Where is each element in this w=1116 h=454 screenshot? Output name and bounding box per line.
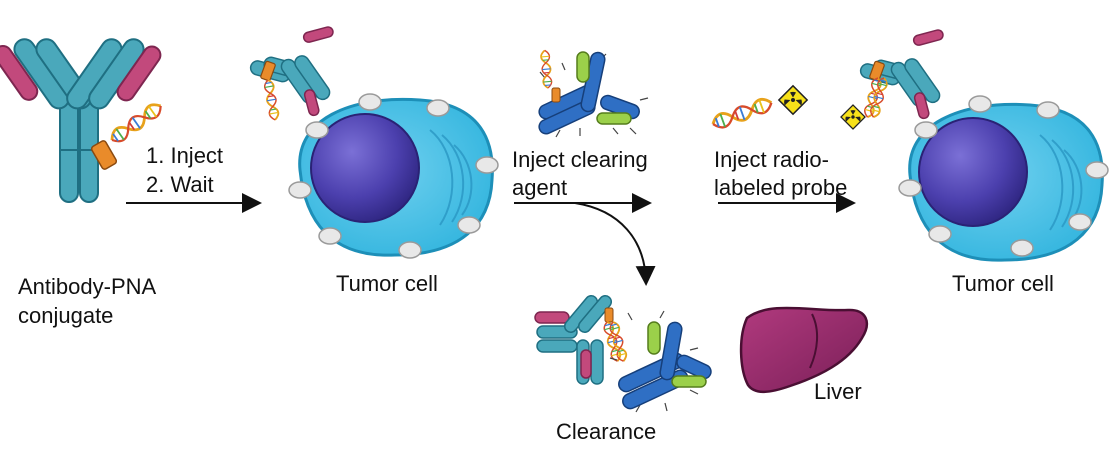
radiolabeled-probe-icon (709, 85, 808, 132)
probe-label-line1: Inject radio- (714, 147, 829, 172)
tumor-cell-2-label: Tumor cell (952, 271, 1054, 296)
clearance-label: Clearance (556, 419, 657, 444)
tumor-cell-1-icon (249, 26, 499, 259)
step-inject-label: 1. Inject (146, 143, 224, 168)
clearing-label-line1: Inject clearing (512, 147, 648, 172)
antibody-pna-conjugate-icon (0, 38, 166, 203)
conjugate-label-line1: Antibody-PNA (18, 274, 157, 299)
liver-label: Liver (814, 379, 862, 404)
tumor-cell-2-icon (840, 29, 1109, 262)
conjugate-label-line2: conjugate (18, 303, 114, 328)
clearing-label-line2: agent (512, 175, 568, 200)
clearing-agent-icon (538, 49, 649, 138)
probe-label-line2: labeled probe (714, 175, 848, 200)
step-wait-label: 2. Wait (146, 172, 214, 197)
liver-icon (739, 306, 868, 394)
tumor-cell-1-label: Tumor cell (336, 271, 438, 296)
clearance-complex-icon (534, 294, 712, 413)
clearance-arrow (574, 202, 656, 286)
